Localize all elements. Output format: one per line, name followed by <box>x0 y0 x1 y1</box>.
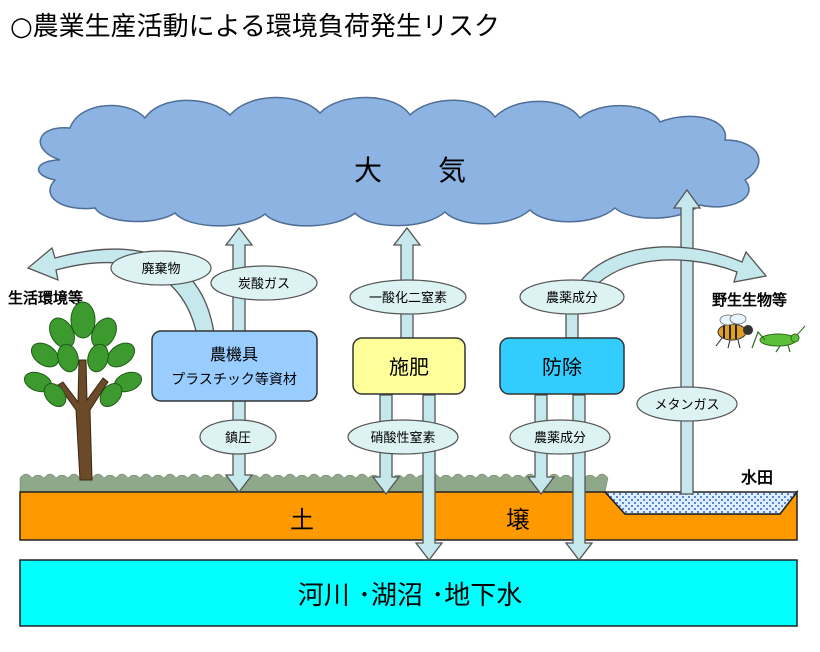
fertilizer-label: 施肥 <box>389 355 429 379</box>
tree-icon <box>23 301 143 481</box>
machinery-label-2: プラスチック等資材 <box>171 371 297 388</box>
nitrate-ellipse <box>347 419 459 455</box>
paddy-label: 水田 <box>741 468 773 487</box>
n2o-label: 一酸化二窒素 <box>369 290 447 306</box>
n2o-ellipse <box>349 279 467 315</box>
waste-label: 廃棄物 <box>141 261 180 277</box>
machinery-box <box>151 330 318 402</box>
nitrate-label: 硝酸性窒素 <box>370 430 435 446</box>
arrow-methane-up <box>672 188 702 495</box>
pest-control-label: 防除 <box>542 355 582 379</box>
atmosphere-label: 大 気 <box>354 154 466 187</box>
methane-ellipse <box>636 386 738 422</box>
bee-icon <box>715 313 753 349</box>
living-env-label: 生活環境等 <box>8 289 83 307</box>
water-label: 河川 ･湖沼 ･地下水 <box>298 581 523 611</box>
pesticide-soil-ellipse <box>509 419 611 455</box>
compaction-label: 鎮圧 <box>225 430 251 446</box>
atmosphere-cloud <box>37 96 760 227</box>
arrow-pest-down-water <box>564 394 594 562</box>
waste-ellipse <box>110 250 212 286</box>
co2-ellipse <box>210 265 318 301</box>
grass-strip <box>19 473 609 493</box>
arrow-pesticide-to-wildlife <box>565 246 768 313</box>
pesticide-air-label: 農薬成分 <box>546 291 598 306</box>
water-layer <box>19 559 798 627</box>
soil-label: 土 壌 <box>290 506 530 534</box>
pest-control-box <box>499 337 625 395</box>
co2-label: 炭酸ガス <box>238 277 290 292</box>
fertilizer-box <box>352 337 466 395</box>
pesticide-soil-label: 農薬成分 <box>534 431 586 446</box>
paddy-field <box>603 491 799 515</box>
pesticide-air-ellipse <box>519 279 625 315</box>
arrow-fertilizer-down-water <box>414 394 444 562</box>
machinery-label-1: 農機具 <box>210 345 258 364</box>
page-title: ○農業生産活動による環境負荷発生リスク <box>10 12 500 42</box>
grasshopper-icon <box>751 325 806 353</box>
compaction-ellipse <box>199 419 277 455</box>
wildlife-label: 野生生物等 <box>712 291 787 309</box>
methane-label: メタンガス <box>654 398 719 413</box>
